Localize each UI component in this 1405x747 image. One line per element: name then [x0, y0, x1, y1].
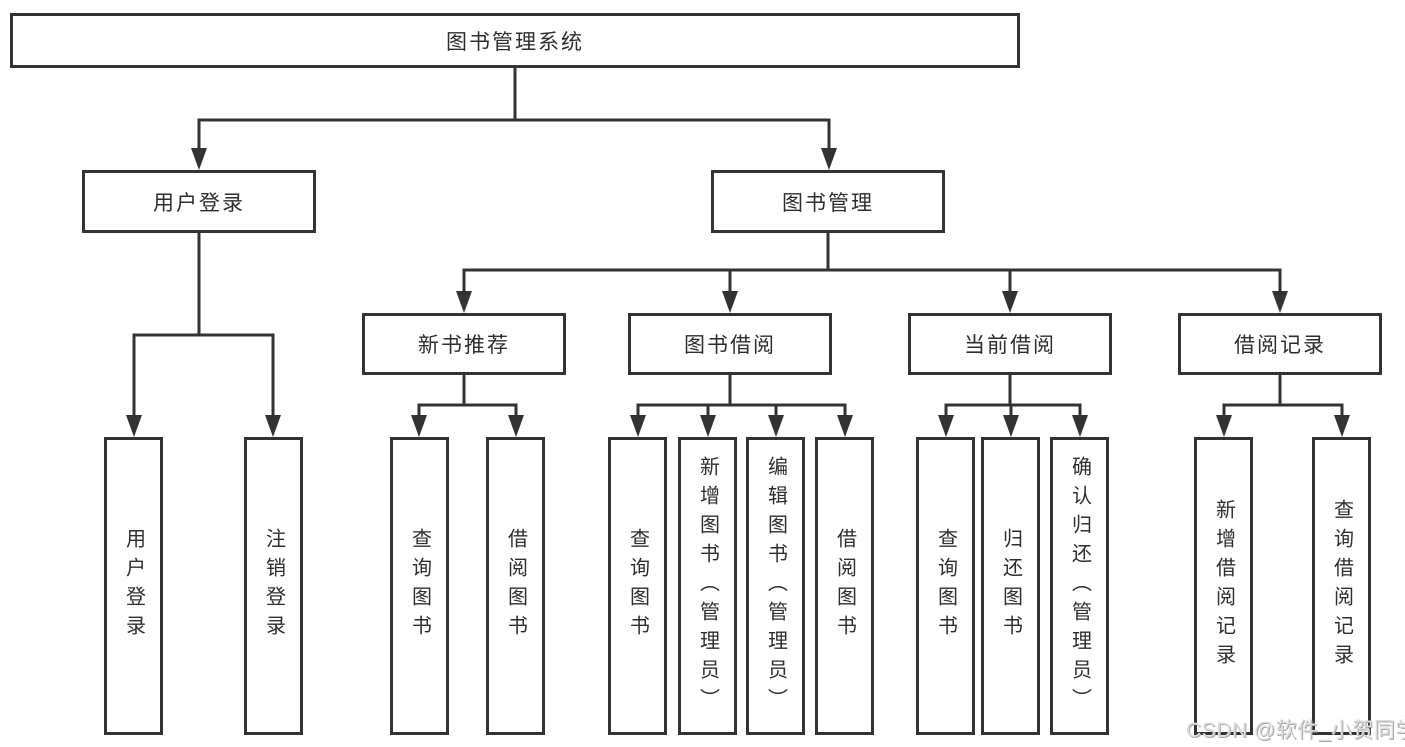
- leaf-user-login: 用户登录: [104, 437, 163, 735]
- leaf-br-add-record: 新增借阅记录: [1194, 437, 1253, 735]
- node-new-book-rec: 新书推荐: [362, 313, 566, 375]
- node-root: 图书管理系统: [10, 13, 1020, 68]
- leaf-nbr-query-books: 查询图书: [390, 437, 449, 735]
- connector-new-book-rec-children: [411, 375, 524, 437]
- node-book-borrow: 图书借阅: [628, 313, 832, 375]
- leaf-bb-edit-book-admin: 编辑图书（管理员）: [746, 437, 805, 735]
- watermark: CSDN @软件_小贺同学: [1186, 719, 1405, 742]
- connector-book-borrow-children: [630, 375, 853, 437]
- connector-current-borrow-children: [938, 375, 1088, 437]
- leaf-cb-return-books: 归还图书: [981, 437, 1040, 735]
- node-book-mgmt: 图书管理: [711, 170, 945, 233]
- leaf-logout: 注销登录: [244, 437, 303, 735]
- leaf-br-query-record: 查询借阅记录: [1312, 437, 1371, 735]
- leaf-bb-add-book-admin: 新增图书（管理员）: [678, 437, 737, 735]
- leaf-bb-borrow-books: 借阅图书: [815, 437, 874, 735]
- node-user-login: 用户登录: [82, 170, 316, 233]
- leaf-bb-query-books: 查询图书: [608, 437, 667, 735]
- connector-root-to-level2: [191, 68, 837, 170]
- connector-borrow-records-children: [1216, 375, 1350, 437]
- node-current-borrow: 当前借阅: [908, 313, 1112, 375]
- node-borrow-records: 借阅记录: [1178, 313, 1382, 375]
- connector-user-login-children: [126, 233, 281, 437]
- leaf-cb-query-books: 查询图书: [916, 437, 975, 735]
- connector-book-mgmt-children: [456, 233, 1288, 313]
- leaf-cb-confirm-return-admin: 确认归还（管理员）: [1050, 437, 1109, 735]
- leaf-nbr-borrow-books: 借阅图书: [486, 437, 545, 735]
